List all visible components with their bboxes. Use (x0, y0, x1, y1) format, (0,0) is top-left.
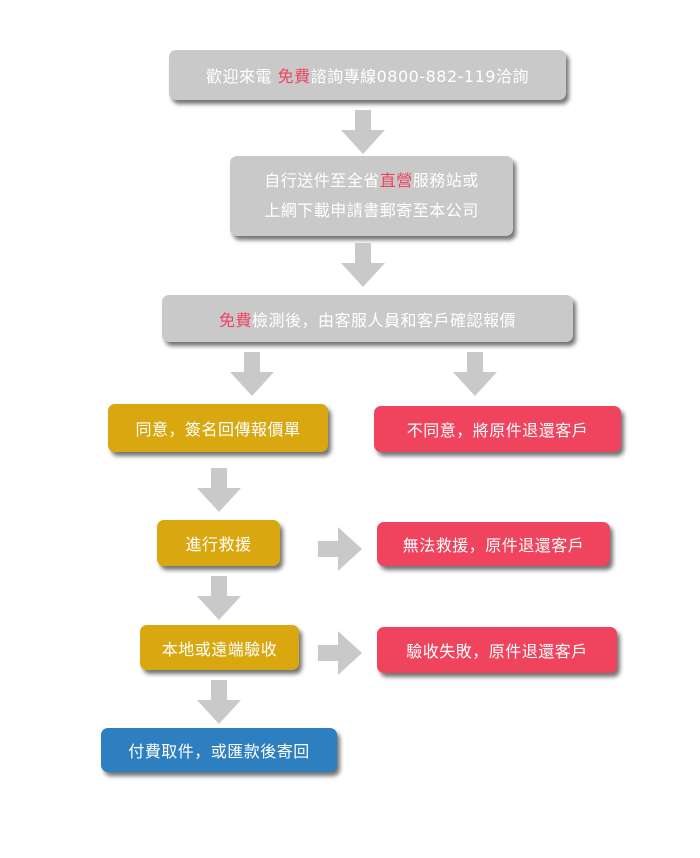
arrow-down-icon (230, 352, 274, 396)
arrow-right-icon (318, 527, 362, 571)
rescue-fail-step-text: 無法救援，原件退還客戶 (402, 536, 585, 555)
rescue-fail-step-box: 無法救援，原件退還客戶 (377, 522, 610, 566)
acceptance-step-text: 本地或遠端驗收 (161, 639, 278, 659)
acceptance-fail-step-text: 驗收失敗，原件退還客戶 (406, 642, 588, 661)
pickup-step-text: 付費取件，或匯款後寄回 (128, 742, 310, 761)
send-step-line1: 自行送件至全省直營服務站或 (264, 171, 479, 190)
arrow-down-icon (197, 468, 241, 512)
rescue-step-text: 進行救援 (185, 535, 252, 554)
arrow-down-icon (197, 576, 241, 620)
arrow-down-icon (197, 680, 241, 724)
send-step-line2: 上網下載申請書郵寄至本公司 (264, 201, 479, 220)
arrow-down-icon (341, 110, 385, 154)
disagree-step-box: 不同意，將原件退還客戶 (374, 406, 621, 452)
inspect-step-text: 免費檢測後，由客服人員和客戶確認報價 (218, 310, 517, 330)
arrow-down-icon (453, 352, 497, 396)
rescue-step-box: 進行救援 (157, 520, 280, 566)
consult-step-text: 歡迎來電 免費諮詢專線0800-882-119洽詢 (206, 67, 529, 86)
agree-step-box: 同意，簽名回傳報價單 (108, 404, 328, 452)
arrow-down-icon (341, 243, 385, 287)
inspect-step-box: 免費檢測後，由客服人員和客戶確認報價 (162, 295, 573, 342)
acceptance-fail-step-box: 驗收失敗，原件退還客戶 (377, 627, 617, 673)
consult-step-box: 歡迎來電 免費諮詢專線0800-882-119洽詢 (169, 50, 566, 100)
arrow-right-icon (318, 631, 362, 675)
send-step-box: 自行送件至全省直營服務站或 上網下載申請書郵寄至本公司 (230, 156, 513, 236)
disagree-step-text: 不同意，將原件退還客戶 (406, 421, 589, 440)
agree-step-text: 同意，簽名回傳報價單 (135, 420, 301, 439)
pickup-step-box: 付費取件，或匯款後寄回 (101, 728, 337, 772)
acceptance-step-box: 本地或遠端驗收 (140, 625, 299, 670)
